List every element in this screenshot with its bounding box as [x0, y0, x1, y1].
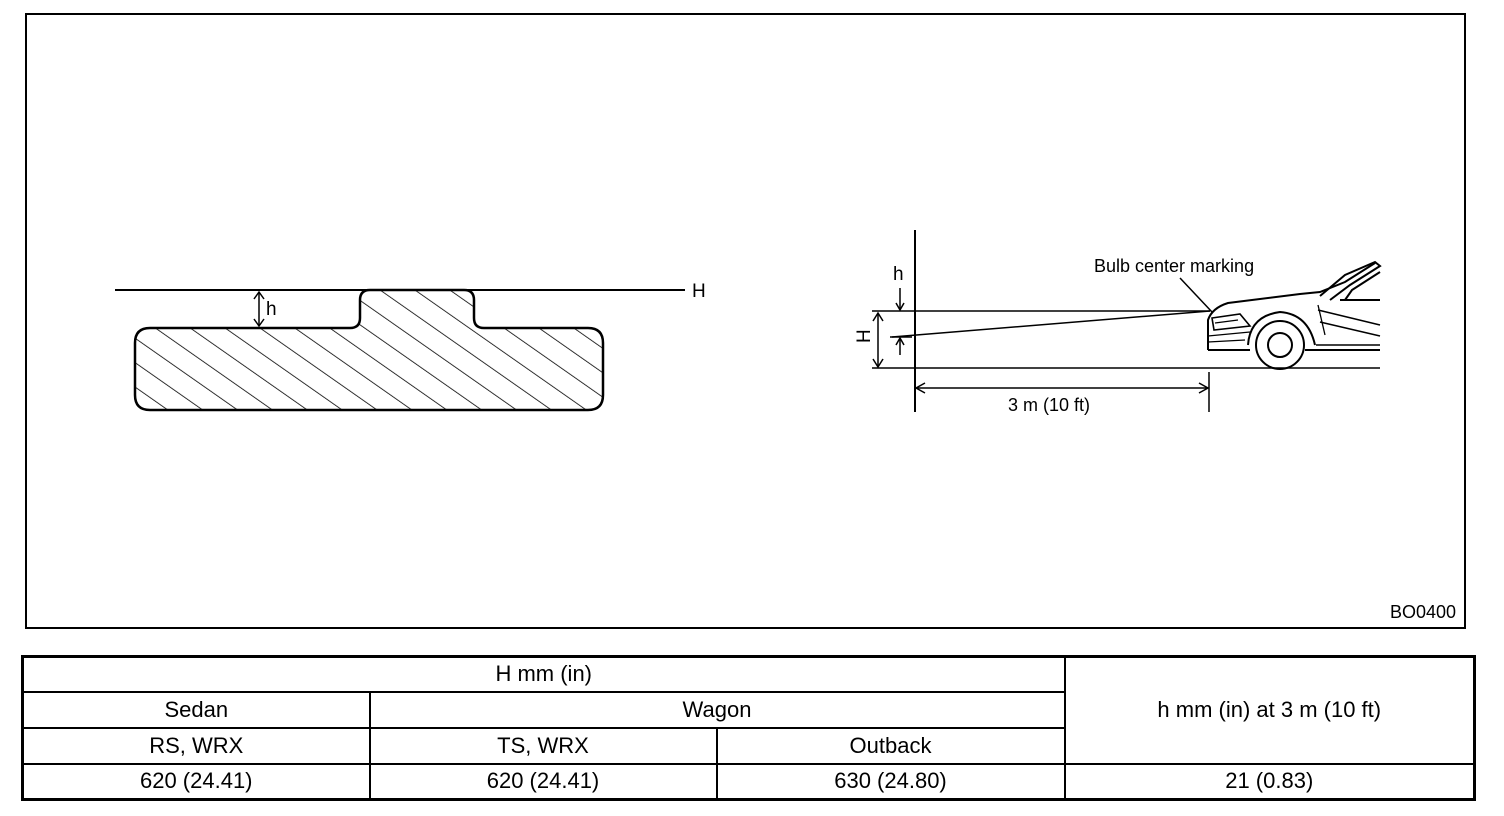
- group-sedan: Sedan: [21, 690, 371, 729]
- left-h-label: h: [266, 299, 277, 320]
- beam-pattern-shape: [133, 288, 605, 412]
- value-wagon-outback: 630 (24.80): [715, 762, 1066, 801]
- side-view: [872, 230, 1382, 412]
- bulb-leader-line: [1179, 277, 1213, 313]
- figure-code: BO0400: [1389, 602, 1456, 622]
- value-sedan-rs-wrx: 620 (24.41): [21, 762, 371, 801]
- side-H-label: H: [854, 329, 875, 343]
- aim-spec-table: H mm (in) h mm (in) at 3 m (10 ft) Sedan…: [21, 655, 1476, 801]
- figure-frame: BO0400: [25, 13, 1466, 629]
- group-wagon: Wagon: [368, 690, 1066, 729]
- left-H-label: H: [692, 281, 706, 302]
- value-h: 21 (0.83): [1063, 762, 1476, 801]
- model-ts-wrx: TS, WRX: [368, 726, 718, 765]
- H-header: H mm (in): [21, 655, 1066, 693]
- bulb-center-label: Bulb center marking: [1094, 256, 1255, 276]
- value-wagon-ts-wrx: 620 (24.41): [368, 762, 718, 801]
- side-h-label: h: [893, 264, 904, 285]
- model-rs-wrx: RS, WRX: [21, 726, 371, 765]
- h-header: h mm (in) at 3 m (10 ft): [1063, 655, 1476, 765]
- aim-beam-line: [891, 310, 1211, 338]
- beam-pattern-view: [115, 288, 685, 412]
- distance-label: 3 m (10 ft): [1008, 395, 1091, 415]
- headlight-aim-diagram: [115, 230, 1382, 412]
- vehicle-front: [1207, 260, 1382, 370]
- model-outback: Outback: [715, 726, 1066, 765]
